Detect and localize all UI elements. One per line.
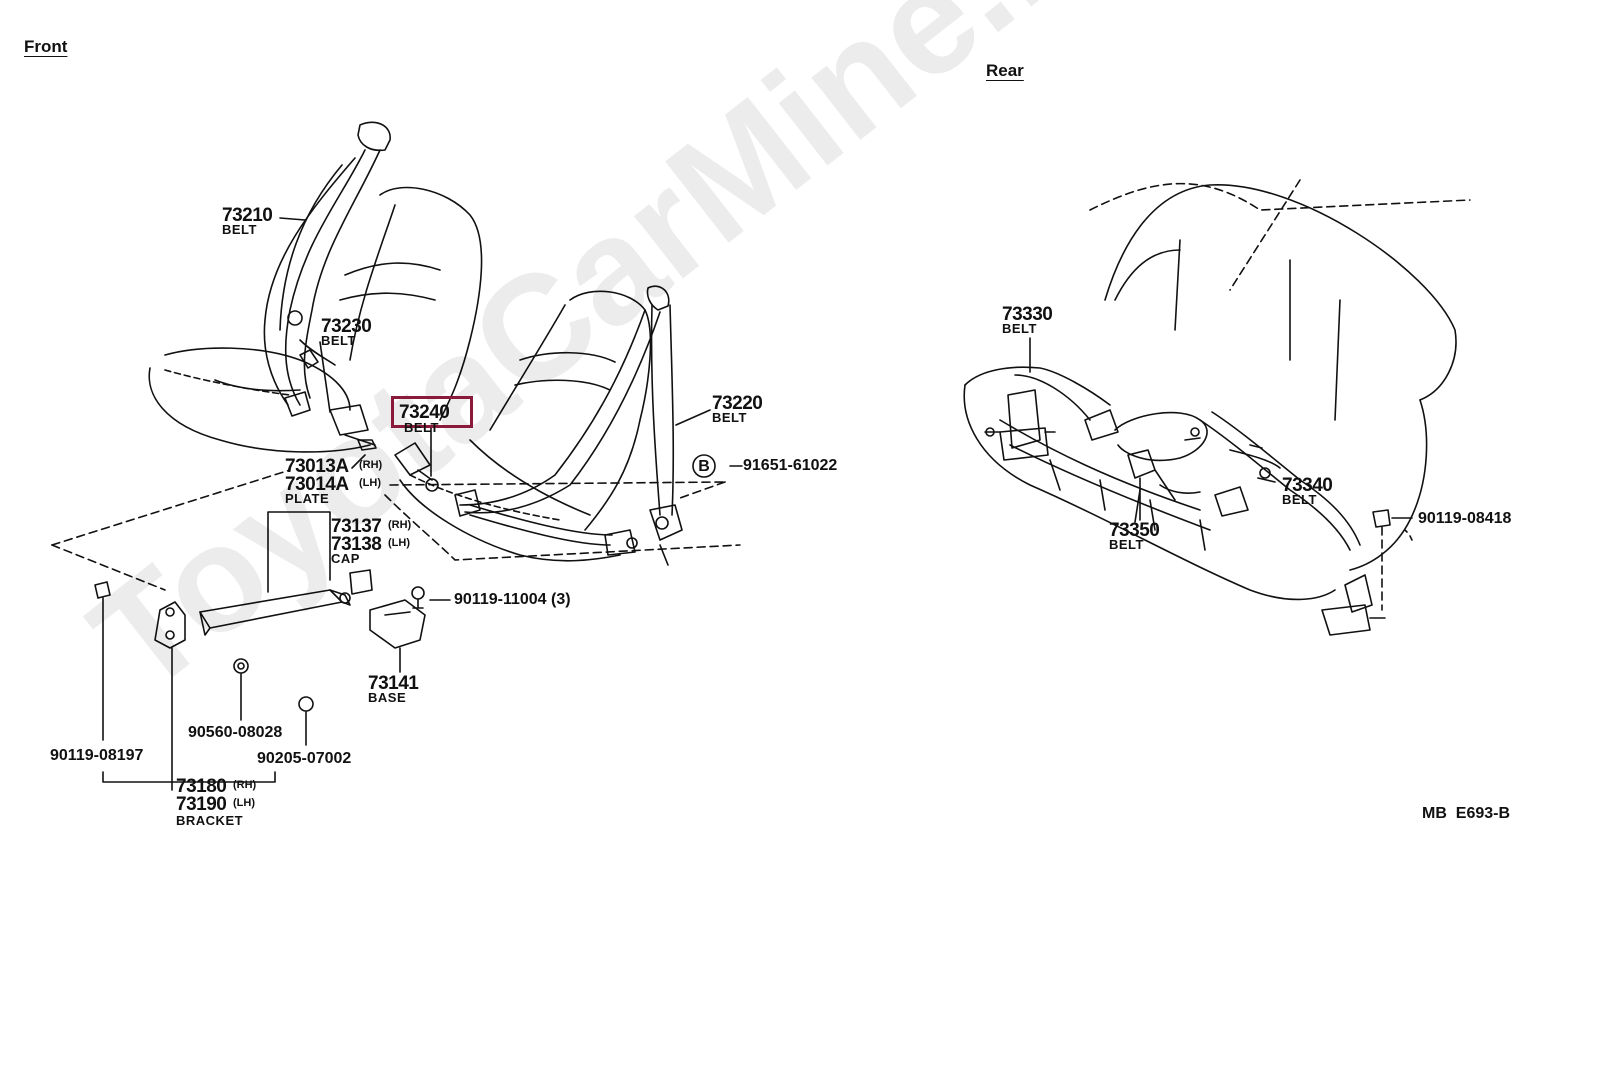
- side-73190: (LH): [233, 797, 255, 809]
- part-desc-cap: CAP: [331, 551, 360, 566]
- base-73141: [370, 600, 425, 672]
- side-73013a: (RH): [359, 459, 383, 471]
- bolt-90119-11004: [412, 587, 424, 608]
- part-number-73013a[interactable]: 73013A: [285, 456, 349, 477]
- part-code-90119-08418[interactable]: 90119-08418: [1418, 510, 1512, 527]
- rear-belt-73340: [1185, 412, 1385, 635]
- bolt-90119-08418: [1373, 510, 1390, 610]
- part-number-73141[interactable]: 73141: [368, 673, 419, 694]
- belt-73220: [455, 286, 682, 565]
- part-number-73230[interactable]: 73230: [321, 316, 372, 337]
- rear-seat: [964, 180, 1470, 599]
- front-seat-left: [149, 188, 481, 452]
- belt-73210: [264, 122, 390, 416]
- part-number-73340[interactable]: 73340: [1282, 475, 1333, 496]
- rear-leaders: [1135, 478, 1412, 540]
- part-desc-73240: BELT: [404, 420, 439, 435]
- front-dashed-lines: [52, 470, 740, 590]
- nut-90205-07002: [299, 697, 313, 745]
- buckle-73240: [395, 443, 438, 491]
- part-desc-73210: BELT: [222, 222, 257, 237]
- part-number-73137[interactable]: 73137: [331, 516, 382, 537]
- bracket-leader: [103, 772, 275, 782]
- part-number-73240[interactable]: 73240: [399, 402, 450, 423]
- section-rear-title: Rear: [986, 61, 1024, 80]
- rear-belt-73350: [1085, 410, 1207, 520]
- part-desc-base: BASE: [368, 690, 407, 705]
- nut-90560-08028: [234, 659, 248, 720]
- part-number-73330[interactable]: 73330: [1002, 304, 1053, 325]
- part-code-90119-11004[interactable]: 90119-11004 (3): [454, 591, 571, 608]
- rear-belt-73330: [985, 338, 1090, 460]
- side-73137: (RH): [388, 519, 412, 531]
- part-desc-73350: BELT: [1109, 537, 1144, 552]
- part-number-73138[interactable]: 73138: [331, 534, 382, 555]
- bolt-90119-08197: [95, 582, 110, 740]
- buckle-73230: [330, 405, 376, 450]
- bolt-b-marker: B: [698, 458, 710, 475]
- part-desc-plate: PLATE: [285, 491, 330, 506]
- bolt-b-circle: [693, 455, 715, 477]
- side-73138: (LH): [388, 537, 410, 549]
- part-code-90119-08197[interactable]: 90119-08197: [50, 747, 144, 764]
- part-desc-73220: BELT: [712, 410, 747, 425]
- part-desc-73340: BELT: [1282, 492, 1317, 507]
- part-code-90560-08028[interactable]: 90560-08028: [188, 724, 283, 741]
- part-desc-73230: BELT: [321, 333, 356, 348]
- part-code-90205-07002[interactable]: 90205-07002: [257, 750, 352, 767]
- side-73180: (RH): [233, 779, 257, 791]
- highlight-box-73240: [391, 396, 473, 428]
- part-number-73180[interactable]: 73180: [176, 776, 227, 797]
- plate-rail: [200, 512, 372, 635]
- bracket-73180: [155, 602, 185, 782]
- side-73014a: (LH): [359, 477, 381, 489]
- part-number-73190[interactable]: 73190: [176, 794, 227, 815]
- part-desc-bracket: BRACKET: [176, 813, 244, 828]
- front-leaders: [280, 218, 742, 600]
- part-desc-73330: BELT: [1002, 321, 1037, 336]
- part-number-73014a[interactable]: 73014A: [285, 474, 349, 495]
- figure-reference: MB E693-B: [1422, 805, 1511, 822]
- part-number-73220[interactable]: 73220: [712, 393, 763, 414]
- section-front-title: Front: [24, 37, 68, 56]
- part-code-91651-61022[interactable]: 91651-61022: [743, 457, 838, 474]
- part-number-73210[interactable]: 73210: [222, 205, 273, 226]
- part-number-73350[interactable]: 73350: [1109, 520, 1160, 541]
